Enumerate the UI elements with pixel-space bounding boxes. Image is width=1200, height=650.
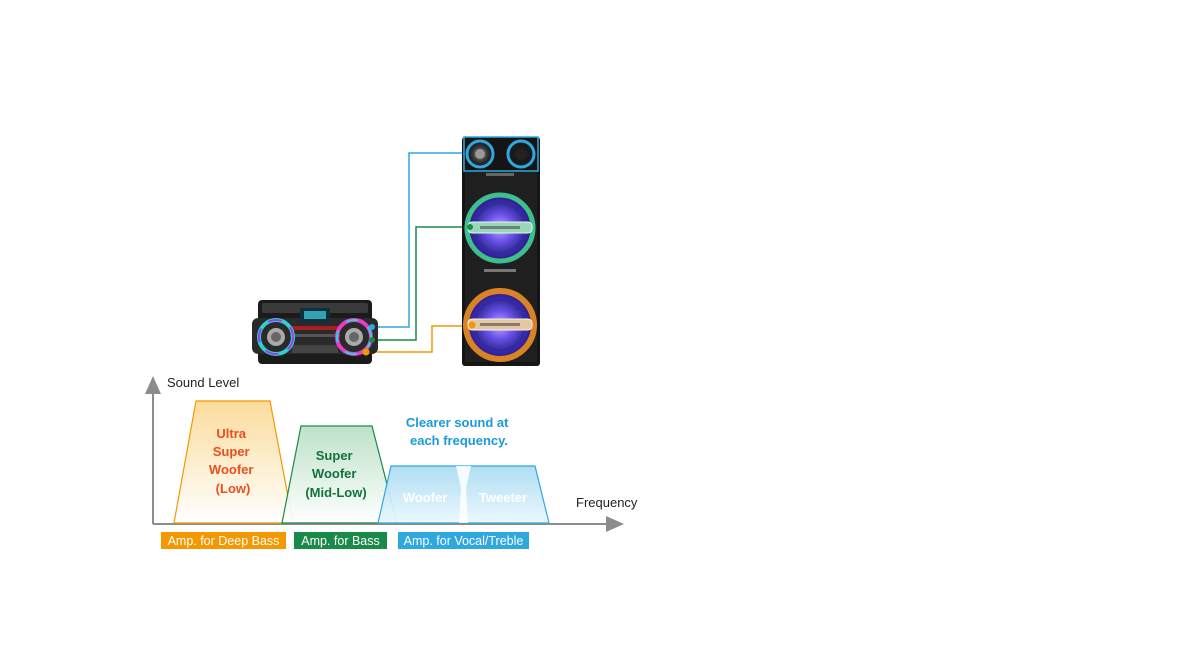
amp-label-deep-bass: Amp. for Deep Bass — [161, 532, 286, 549]
tower-speaker-image — [462, 136, 540, 366]
y-axis-label: Sound Level — [167, 375, 239, 390]
connector-super-woofer — [372, 226, 470, 341]
band-separator — [456, 466, 471, 523]
callout-text: Clearer sound at each frequency. — [406, 415, 512, 448]
amp-label-bass: Amp. for Bass — [294, 532, 387, 549]
super-woofer-band — [281, 425, 398, 524]
main-unit-image — [252, 300, 378, 364]
ultra-super-woofer-band — [173, 400, 294, 524]
super-woofer-label: Super Woofer (Mid-Low) — [305, 448, 366, 500]
ultra-super-woofer-label: Ultra Super Woofer (Low) — [209, 426, 257, 496]
woofer-label: Woofer — [403, 490, 448, 505]
x-axis-label: Frequency — [576, 495, 638, 510]
svg-text:Amp. for Vocal/Treble: Amp. for Vocal/Treble — [404, 534, 524, 548]
tweeter-label: Tweeter — [479, 490, 527, 505]
svg-text:Amp. for Deep Bass: Amp. for Deep Bass — [168, 534, 280, 548]
amp-label-vocal-treble: Amp. for Vocal/Treble — [398, 532, 529, 549]
svg-text:Amp. for Bass: Amp. for Bass — [301, 534, 380, 548]
connector-tweeter — [372, 152, 466, 328]
connector-ultra-super-woofer — [366, 325, 472, 353]
